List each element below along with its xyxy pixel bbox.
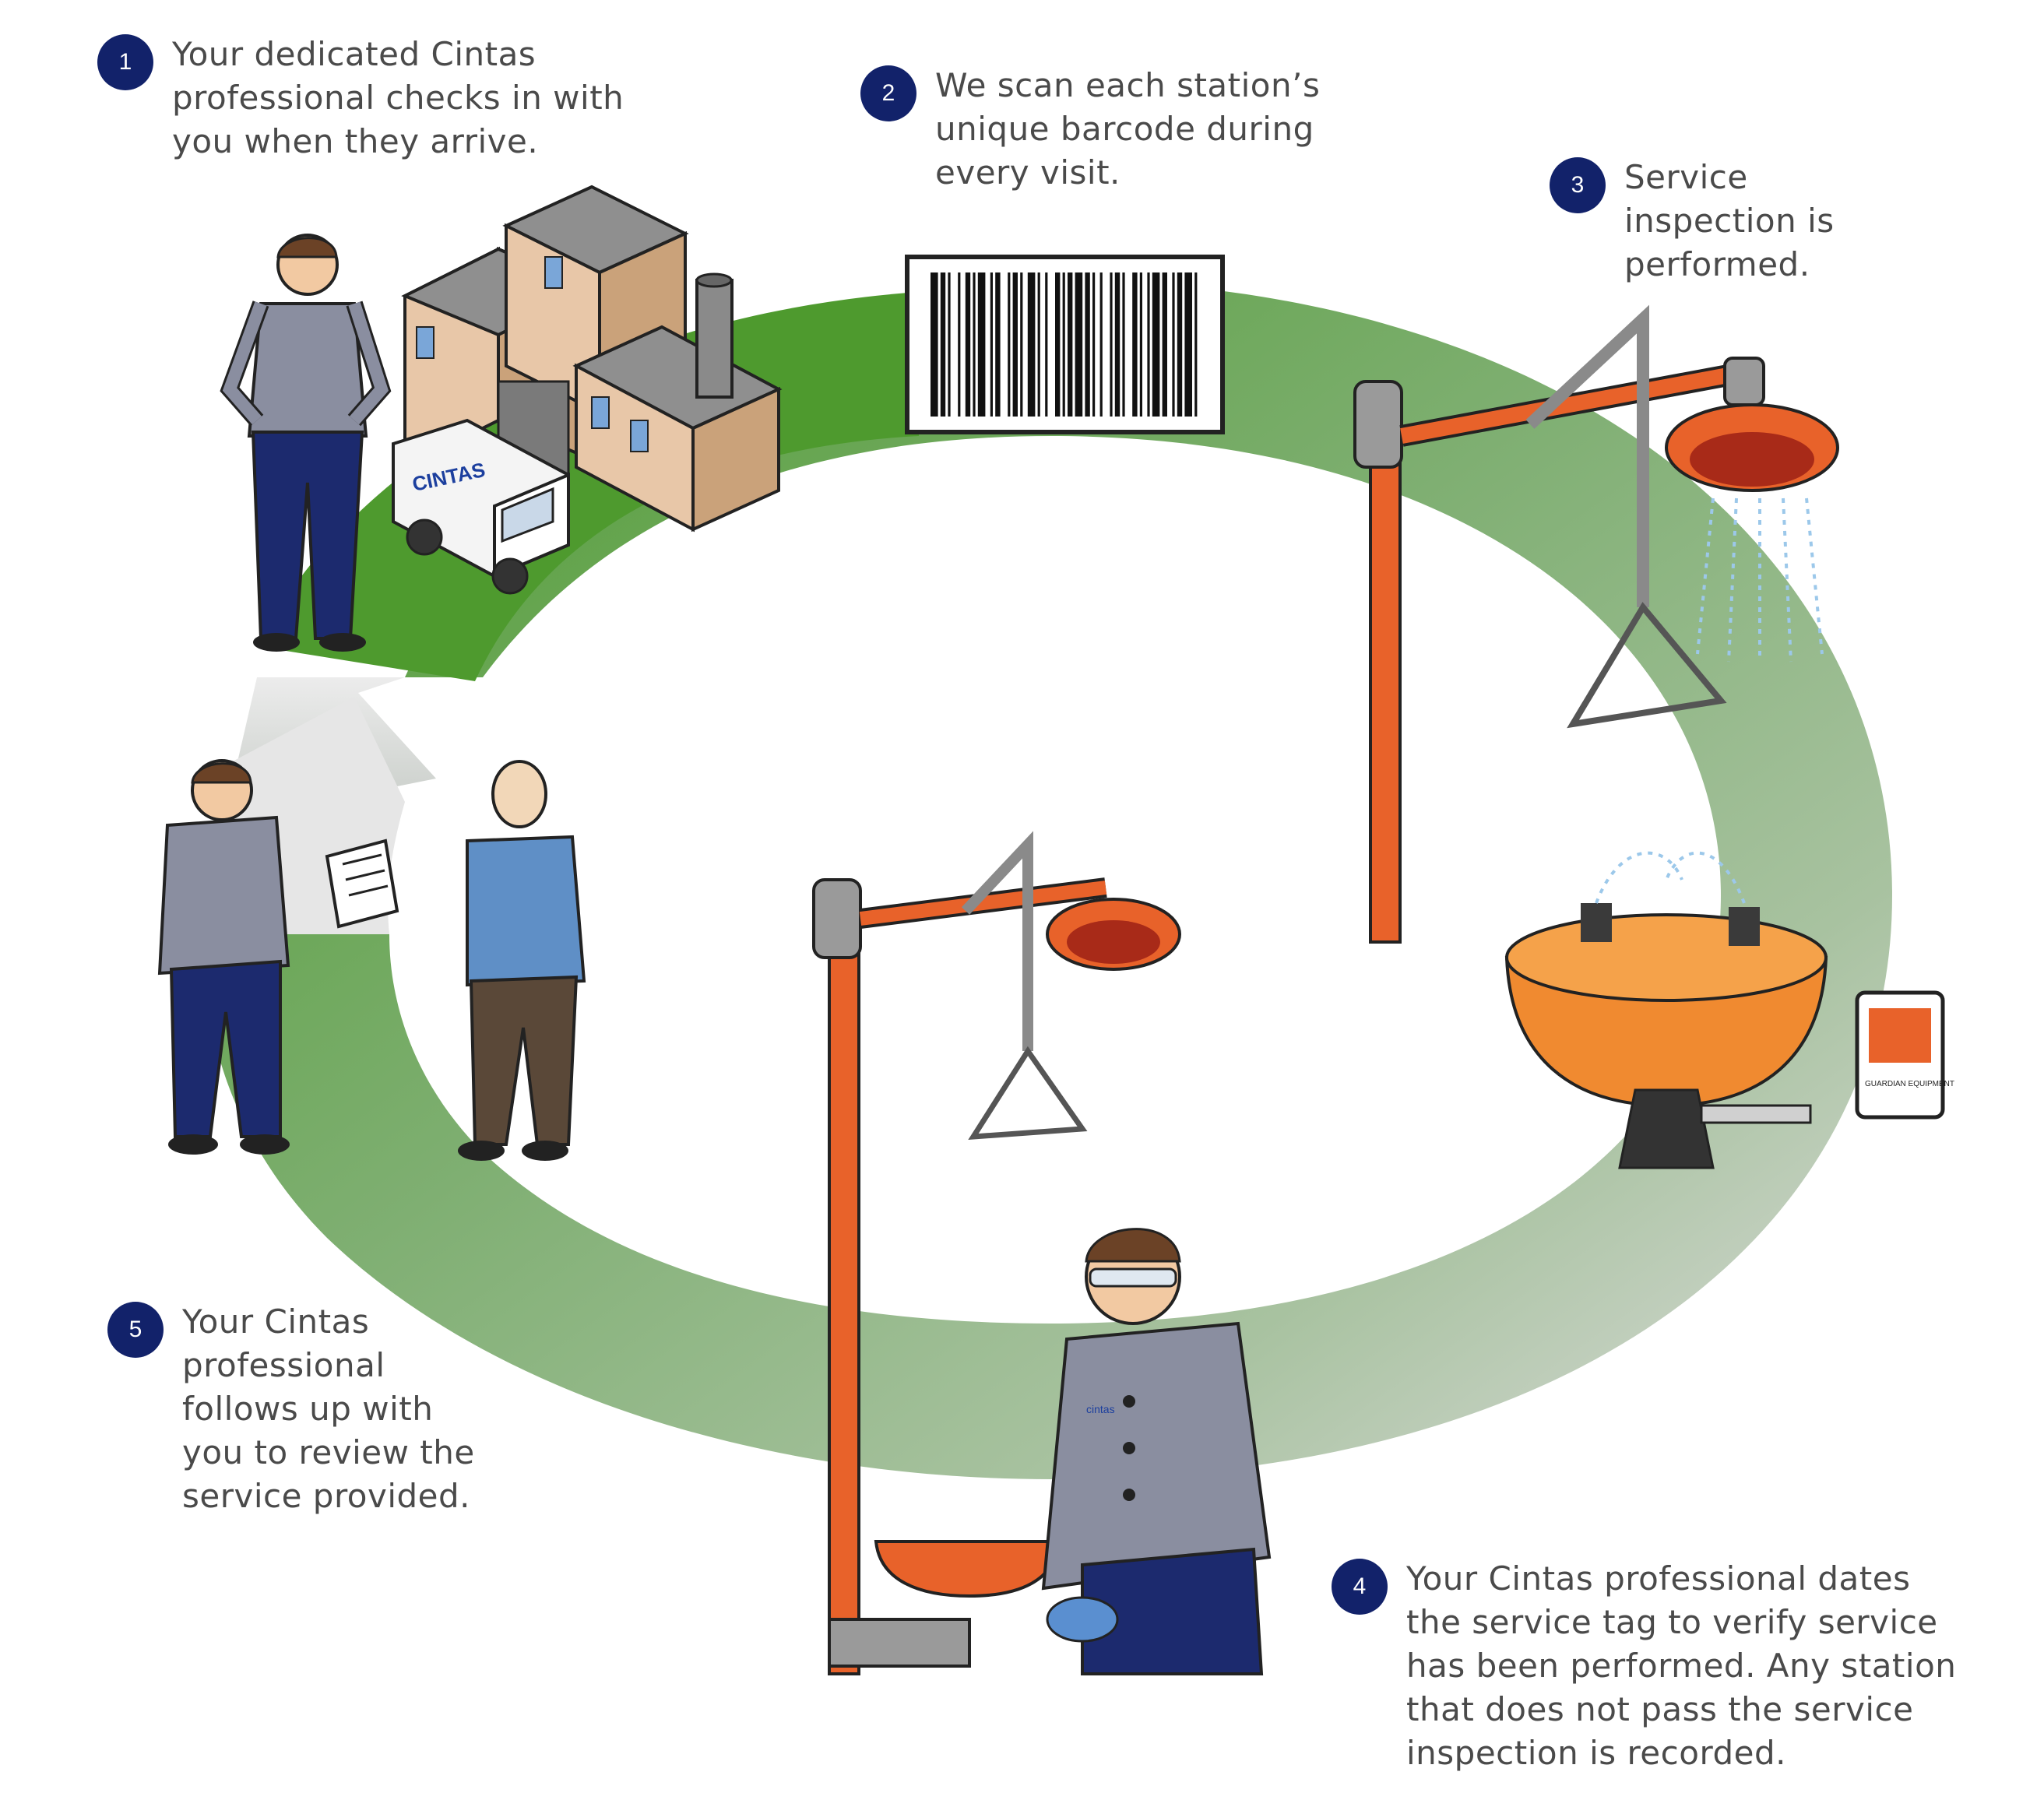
shower-icon bbox=[1353, 304, 1839, 944]
barcode-bar bbox=[1055, 272, 1061, 417]
barcode-bar bbox=[1075, 272, 1083, 417]
step-5: 5 Your Cintas professional follows up wi… bbox=[107, 1300, 481, 1518]
barcode-bar bbox=[940, 272, 946, 417]
step-1: 1 Your dedicated Cintas professional che… bbox=[97, 33, 642, 163]
technician-icon bbox=[220, 234, 392, 652]
barcode-bar bbox=[977, 272, 986, 417]
barcode-bar bbox=[1147, 272, 1150, 417]
technician-icon: cintas bbox=[1041, 1228, 1272, 1675]
technician-icon bbox=[157, 759, 290, 1155]
barcode-bar bbox=[995, 272, 1001, 417]
barcode-bar bbox=[1194, 272, 1198, 417]
barcode-bar bbox=[1068, 272, 1073, 417]
barcode-bar bbox=[1045, 272, 1048, 417]
step-badge: 2 bbox=[860, 65, 916, 121]
barcode-bar bbox=[1085, 272, 1090, 417]
barcode-bar bbox=[1122, 272, 1125, 417]
barcode-bar bbox=[948, 272, 951, 417]
step-badge: 5 bbox=[107, 1302, 164, 1358]
step-3: 3 Service inspection is performed. bbox=[1550, 156, 1900, 287]
van-icon: CINTAS bbox=[392, 418, 570, 595]
barcode-icon bbox=[905, 255, 1225, 434]
barcode-bar bbox=[1037, 272, 1040, 417]
barcode-bar bbox=[1114, 272, 1121, 417]
barcode-bar bbox=[1062, 272, 1065, 417]
step-badge: 4 bbox=[1332, 1559, 1388, 1615]
barcode-bar bbox=[1099, 272, 1103, 417]
building-icon bbox=[401, 185, 783, 533]
combination-station-icon bbox=[812, 831, 1181, 1675]
barcode-bar bbox=[958, 272, 961, 417]
barcode-bar bbox=[1012, 272, 1018, 417]
barcode-bar bbox=[1177, 272, 1183, 417]
barcode-bar bbox=[1152, 272, 1160, 417]
step-2: 2 We scan each station’s unique barcode … bbox=[860, 64, 1328, 195]
barcode-bar bbox=[1172, 272, 1175, 417]
clipboard-icon bbox=[325, 838, 399, 929]
step-text: Your dedicated Cintas professional check… bbox=[172, 35, 624, 160]
barcode-bar bbox=[990, 272, 993, 417]
barcode-bar bbox=[1139, 272, 1142, 417]
ring-arrowhead bbox=[234, 677, 436, 786]
barcode-bar bbox=[1184, 272, 1192, 417]
barcode-bar bbox=[1008, 272, 1011, 417]
step-text: Your Cintas professional dates the servi… bbox=[1406, 1559, 1957, 1772]
barcode-bar bbox=[965, 272, 971, 417]
step-text: Your Cintas professional follows up with… bbox=[182, 1302, 475, 1515]
step-badge: 1 bbox=[97, 34, 153, 90]
step-text: Service inspection is performed. bbox=[1624, 158, 1835, 283]
step-badge: 3 bbox=[1550, 157, 1606, 213]
barcode-bar bbox=[1110, 272, 1113, 417]
customer-icon bbox=[458, 760, 586, 1161]
barcode-bar bbox=[973, 272, 976, 417]
sign-text: GUARDIAN EQUIPMENT bbox=[1865, 1080, 1954, 1088]
step-text: We scan each station’s unique barcode du… bbox=[935, 66, 1321, 192]
barcode-bar bbox=[1162, 272, 1167, 417]
eyewash-icon: GUARDIAN EQUIPMENT bbox=[1504, 851, 1954, 1169]
barcode-bar bbox=[931, 272, 938, 417]
barcode-bar bbox=[1132, 272, 1138, 417]
barcode-bar bbox=[1027, 272, 1036, 417]
barcode-bar bbox=[1020, 272, 1023, 417]
barcode-bar bbox=[1092, 272, 1096, 417]
shirt-logo: cintas bbox=[1086, 1403, 1115, 1415]
step-4: 4 Your Cintas professional dates the ser… bbox=[1332, 1557, 1970, 1775]
